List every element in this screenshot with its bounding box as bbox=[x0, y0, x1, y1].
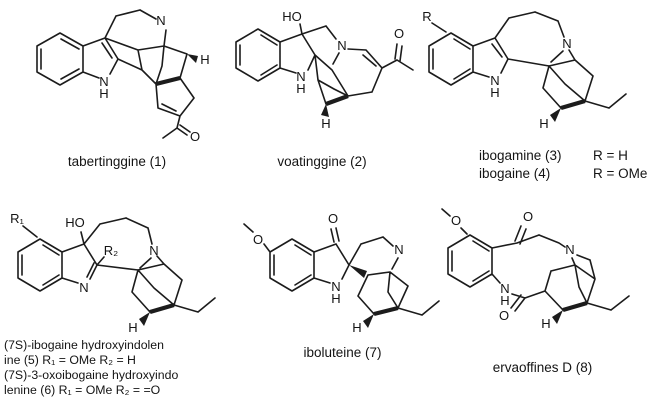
bond-skeleton bbox=[441, 208, 630, 312]
compound-voatinggine: HO N H N O H voatinggine (2) bbox=[222, 4, 422, 169]
hydrogen-atom-label: H bbox=[128, 320, 137, 335]
hydrogen-atom-label: H bbox=[99, 86, 108, 101]
compound-caption-block: (7S)-ibogaine hydroxyindolen ine (5) R₁ … bbox=[4, 338, 220, 398]
compound-tabertinggine: N N H H O tabertinggine (1) bbox=[12, 4, 222, 169]
hydrogen-atom-label: H bbox=[541, 316, 550, 331]
oxygen-atom-label: O bbox=[190, 129, 200, 144]
bold-bonds bbox=[373, 305, 399, 317]
oxygen-atom-label: O bbox=[451, 213, 461, 228]
compound-caption: tabertinggine (1) bbox=[67, 154, 167, 169]
oxygen-atom-label: O bbox=[253, 232, 263, 247]
caption-line: lenine (6) R₁ = OMe R₂ = =O bbox=[4, 383, 161, 397]
bold-bonds bbox=[155, 75, 181, 87]
nitrogen-atom-label: N bbox=[156, 13, 165, 28]
compound-ibogaine-hydroxyindolenine: R₁ HO R₂ N N H (7S)-ibogaine hydroxyindo… bbox=[4, 208, 220, 398]
nitrogen-atom-label: N bbox=[149, 243, 158, 258]
bond-skeleton bbox=[428, 11, 627, 109]
stereo-wedge bbox=[550, 108, 561, 122]
nitrogen-atom-label: N bbox=[337, 38, 346, 53]
hydrogen-atom-label: H bbox=[352, 320, 361, 335]
oxygen-atom-label: O bbox=[394, 26, 404, 41]
nitrogen-atom-label: N bbox=[296, 69, 305, 84]
r-group-definition: R = H bbox=[593, 148, 628, 163]
bond-skeleton bbox=[235, 23, 414, 105]
bond-skeleton bbox=[243, 223, 440, 316]
compound-caption: ibogamine (3) bbox=[479, 148, 562, 163]
compound-ibogamine-ibogaine: R N H N H ibogamine (3) R = H ibogaine (… bbox=[413, 4, 653, 194]
hydroxyl-group-label: HO bbox=[282, 9, 302, 24]
oxygen-atom-label: O bbox=[328, 211, 338, 226]
nitrogen-atom-label: N bbox=[331, 279, 340, 294]
nitrogen-atom-label: N bbox=[500, 281, 509, 296]
compound-caption: voatinggine (2) bbox=[277, 154, 367, 169]
r2-group-label: R₂ bbox=[104, 243, 118, 258]
bold-bonds bbox=[560, 98, 586, 111]
nitrogen-atom-label: N bbox=[490, 73, 499, 88]
compound-ervaoffines-d: O O N N H O H ervaoffines D (8) bbox=[433, 203, 652, 375]
bold-bonds bbox=[562, 300, 588, 313]
r-group-definition: R = OMe bbox=[593, 166, 648, 181]
stereo-wedge bbox=[187, 54, 198, 63]
tabertinggine-structure: N N H H O bbox=[36, 9, 210, 144]
stereo-wedge bbox=[321, 104, 329, 117]
compound-caption: ibogaine (4) bbox=[479, 166, 551, 181]
hydrogen-atom-label: H bbox=[296, 81, 305, 96]
caption-line: (7S)-ibogaine hydroxyindolen bbox=[4, 338, 164, 352]
caption-line: ine (5) R₁ = OMe R₂ = H bbox=[4, 353, 136, 367]
r-group-label: R bbox=[422, 9, 431, 24]
stereo-wedge bbox=[139, 312, 150, 326]
hydroxyindolenine-structure: R₁ HO R₂ N N H bbox=[10, 211, 216, 335]
compound-caption: iboluteine (7) bbox=[303, 345, 382, 360]
nitrogen-atom-label: N bbox=[79, 280, 88, 295]
compound-caption: ervaoffines D (8) bbox=[492, 360, 593, 375]
nitrogen-atom-label: N bbox=[99, 74, 108, 89]
hydrogen-atom-label: H bbox=[500, 293, 509, 308]
nitrogen-atom-label: N bbox=[565, 242, 574, 257]
nitrogen-atom-label: N bbox=[562, 36, 571, 51]
oxygen-atom-label: O bbox=[499, 308, 509, 323]
nitrogen-atom-label: N bbox=[394, 242, 403, 257]
bold-bonds bbox=[325, 94, 349, 106]
bond-skeleton bbox=[36, 9, 195, 139]
hydroxyl-group-label: HO bbox=[65, 215, 85, 230]
caption-line: (7S)-3-oxoibogaine hydroxyindo bbox=[4, 368, 179, 382]
bold-bonds bbox=[149, 302, 175, 315]
oxygen-atom-label: O bbox=[523, 209, 533, 224]
hydrogen-atom-label: H bbox=[331, 291, 340, 306]
voatinggine-structure: HO N H N O H bbox=[235, 9, 414, 131]
hydrogen-atom-label: H bbox=[200, 52, 209, 67]
compound-iboluteine: O O N H N H iboluteine (7) bbox=[240, 208, 445, 360]
iboluteine-structure: O O N H N H bbox=[243, 211, 440, 335]
ibogamine-structure: R N H N H bbox=[422, 9, 627, 131]
stereo-wedge bbox=[552, 310, 563, 324]
bond-skeleton bbox=[17, 217, 216, 313]
hydrogen-atom-label: H bbox=[539, 116, 548, 131]
r1-group-label: R₁ bbox=[10, 211, 24, 226]
ervaoffines-structure: O O N N H O H bbox=[441, 208, 630, 331]
hydrogen-atom-label: H bbox=[490, 85, 499, 100]
hydrogen-atom-label: H bbox=[321, 116, 330, 131]
